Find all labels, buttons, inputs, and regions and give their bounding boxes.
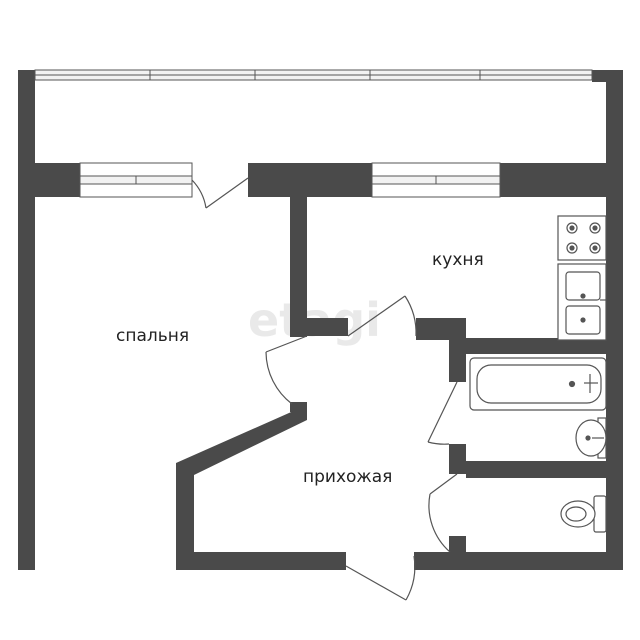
sink-bowl-upper	[565, 271, 601, 301]
toilet-wall-lower	[449, 536, 466, 552]
washbasin	[575, 417, 607, 459]
balcony-door	[191, 177, 249, 209]
toilet-tank	[593, 495, 607, 533]
washbasin-bowl	[575, 419, 607, 457]
outer-wall-bottom-left	[176, 552, 346, 570]
entrance-door	[345, 555, 416, 601]
bedroom-door	[265, 335, 308, 405]
toilet-door	[428, 473, 458, 553]
balcony-wall-b	[248, 163, 372, 197]
toilet	[560, 495, 607, 533]
balcony-wall-a	[18, 163, 80, 197]
outer-wall-right	[606, 70, 623, 570]
balcony-wall-c	[500, 163, 623, 197]
stove	[557, 215, 607, 261]
diagonal-wall	[176, 405, 307, 552]
bath-toilet-divider	[466, 461, 606, 478]
kitchen-door	[347, 295, 417, 337]
bathtub	[469, 357, 607, 411]
kitchen-sink	[557, 263, 607, 341]
room-label-hallway: прихожая	[303, 467, 392, 487]
kitchen-bath-wall-c	[466, 338, 606, 354]
bathtub-basin	[476, 364, 602, 404]
room-label-kitchen: кухня	[432, 250, 484, 270]
bathroom-door	[427, 381, 458, 445]
walls	[18, 70, 623, 570]
balcony-window	[34, 69, 593, 81]
kitchen-bath-wall-b	[449, 318, 466, 382]
doors	[191, 177, 458, 601]
balcony-corner-right	[592, 70, 623, 82]
outer-wall-left	[18, 70, 35, 570]
partition-bedroom-hall	[290, 402, 307, 412]
outer-wall-bottom-right	[414, 552, 623, 570]
kitchen-window	[371, 162, 501, 198]
room-label-bedroom: спальня	[116, 326, 189, 346]
bathroom-wall-lower	[449, 444, 466, 474]
partition-kitchen-lower	[290, 318, 348, 336]
partition-bedroom-kitchen	[290, 197, 307, 337]
bedroom-window	[79, 162, 193, 198]
balcony-corner-left	[18, 70, 35, 80]
